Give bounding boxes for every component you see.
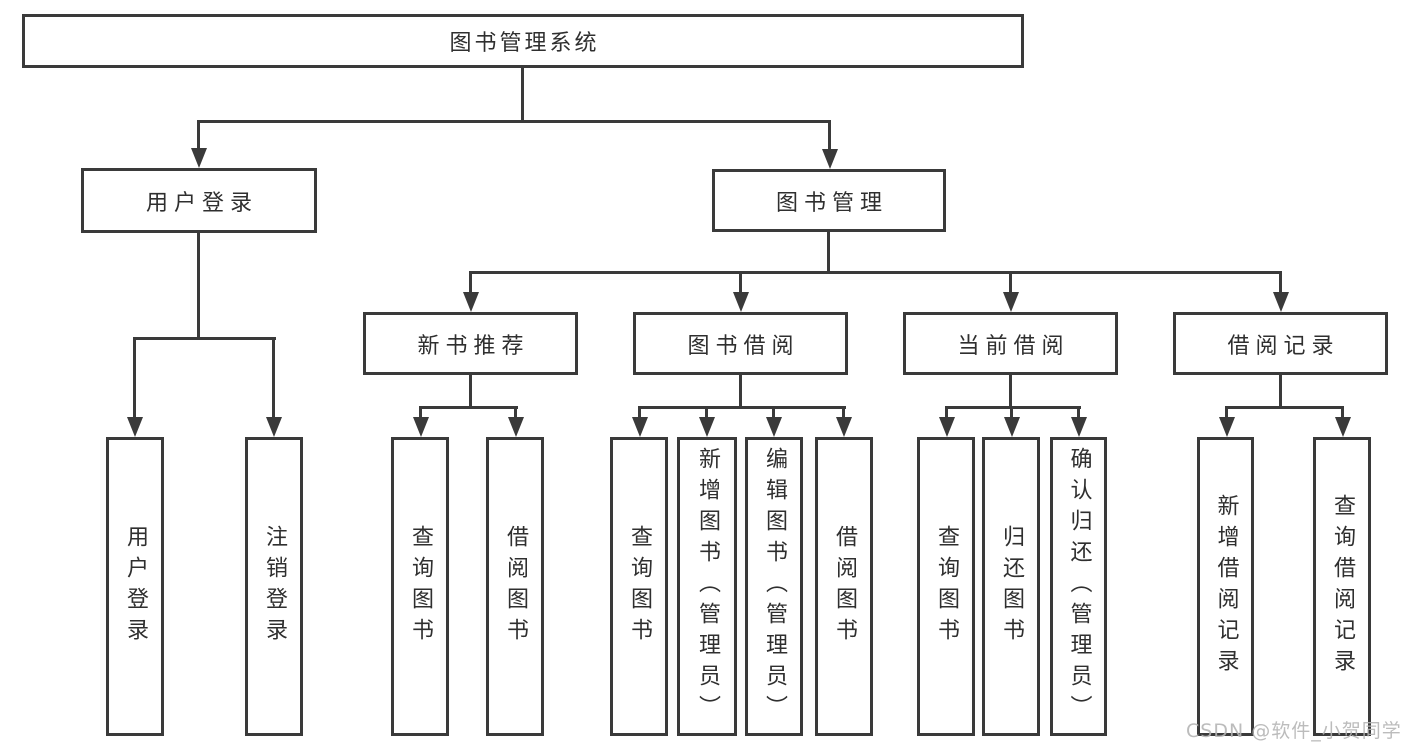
connector-borrow-drop-4 — [842, 406, 845, 420]
arrow-down — [413, 417, 429, 437]
connector-current-hline — [945, 406, 1081, 409]
arrow-down — [733, 292, 749, 312]
leaf-add-borrow-record: 新增借阅记录 — [1197, 437, 1254, 736]
leaf-user-login: 用户登录 — [106, 437, 164, 736]
arrow-down — [463, 292, 479, 312]
leaf-confirm-return-admin: 确认归还（管理员） — [1050, 437, 1107, 736]
connector-root-drop-right — [828, 120, 831, 150]
connector-borrow-hline — [638, 406, 846, 409]
leaf-return-book: 归还图书 — [982, 437, 1040, 736]
leaf-add-book-admin: 新增图书（管理员） — [677, 437, 737, 736]
arrow-down — [1335, 417, 1351, 437]
connector-root-hline — [197, 120, 831, 123]
arrow-down — [632, 417, 648, 437]
connector-root-drop-left — [197, 120, 200, 150]
arrow-down — [939, 417, 955, 437]
arrow-down — [1004, 417, 1020, 437]
connector-records-vline — [1279, 375, 1282, 409]
arrow-down — [822, 149, 838, 169]
connector-userlogin-vline — [197, 233, 200, 340]
leaf-query-books-2: 查询图书 — [610, 437, 668, 736]
connector-newbooks-hline — [419, 406, 518, 409]
arrow-down — [1273, 292, 1289, 312]
connector-records-drop-1 — [1225, 406, 1228, 420]
node-user-login: 用户登录 — [81, 168, 317, 233]
connector-borrow-drop-2 — [705, 406, 708, 420]
connector-current-drop-1 — [945, 406, 948, 420]
leaf-logout: 注销登录 — [245, 437, 303, 736]
arrow-down — [766, 417, 782, 437]
connector-bookmgmt-drop-2 — [739, 271, 742, 294]
arrow-down — [127, 417, 143, 437]
connector-bookmgmt-vline — [827, 232, 830, 274]
connector-bookmgmt-hline — [469, 271, 1282, 274]
leaf-query-books-1: 查询图书 — [391, 437, 449, 736]
connector-borrow-drop-3 — [772, 406, 775, 420]
node-library-system: 图书管理系统 — [22, 14, 1024, 68]
arrow-down — [266, 417, 282, 437]
connector-current-drop-2 — [1010, 406, 1013, 420]
connector-userlogin-drop-2 — [272, 337, 275, 419]
node-new-book-recommend: 新书推荐 — [363, 312, 578, 375]
arrow-down — [836, 417, 852, 437]
leaf-edit-book-admin: 编辑图书（管理员） — [745, 437, 803, 736]
arrow-down — [191, 148, 207, 168]
leaf-borrow-books-1: 借阅图书 — [486, 437, 544, 736]
connector-root-vline — [521, 68, 524, 123]
leaf-borrow-books-2: 借阅图书 — [815, 437, 873, 736]
node-borrow-records: 借阅记录 — [1173, 312, 1388, 375]
connector-current-vline — [1009, 375, 1012, 409]
connector-newbooks-drop-1 — [419, 406, 422, 420]
connector-newbooks-drop-2 — [514, 406, 517, 420]
arrow-down — [1003, 292, 1019, 312]
connector-bookmgmt-drop-4 — [1279, 271, 1282, 294]
connector-bookmgmt-drop-3 — [1009, 271, 1012, 294]
connector-bookmgmt-drop-1 — [469, 271, 472, 294]
connector-records-drop-2 — [1341, 406, 1344, 420]
leaf-query-books-3: 查询图书 — [917, 437, 975, 736]
node-book-borrow: 图书借阅 — [633, 312, 848, 375]
connector-records-hline — [1225, 406, 1344, 409]
leaf-query-borrow-record: 查询借阅记录 — [1313, 437, 1371, 736]
connector-userlogin-hline — [134, 337, 276, 340]
connector-borrow-vline — [739, 375, 742, 409]
node-current-borrow: 当前借阅 — [903, 312, 1118, 375]
connector-current-drop-3 — [1077, 406, 1080, 420]
arrow-down — [1071, 417, 1087, 437]
node-book-management: 图书管理 — [712, 169, 946, 232]
arrow-down — [699, 417, 715, 437]
connector-userlogin-drop-1 — [133, 337, 136, 419]
arrow-down — [508, 417, 524, 437]
watermark: CSDN @软件_小贺同学 — [1186, 720, 1402, 742]
arrow-down — [1219, 417, 1235, 437]
connector-borrow-drop-1 — [638, 406, 641, 420]
connector-newbooks-vline — [469, 375, 472, 409]
